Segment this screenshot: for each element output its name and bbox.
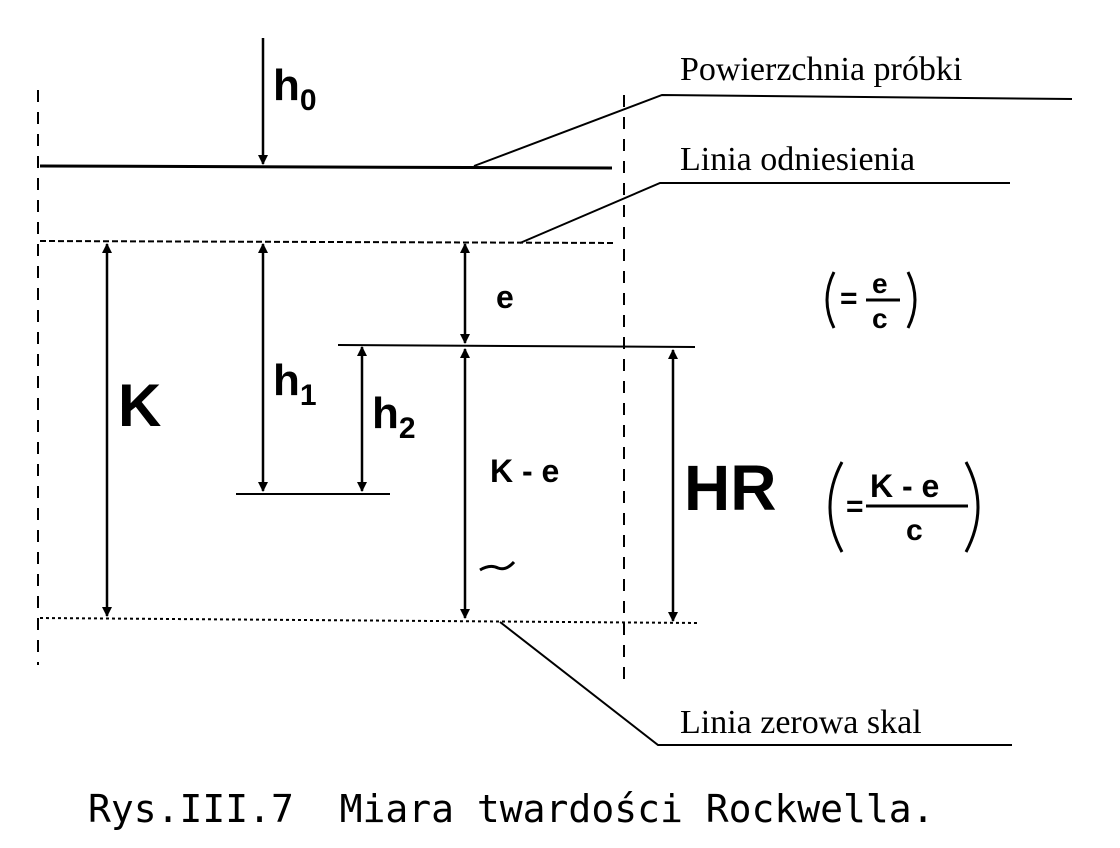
reference-line bbox=[39, 240, 617, 244]
surface-label: Powierzchnia próbki bbox=[680, 51, 962, 88]
zero-line bbox=[39, 617, 698, 624]
surface-leader bbox=[473, 93, 1073, 167]
reference-label: Linia odniesienia bbox=[680, 141, 915, 178]
K-symbol: K bbox=[118, 372, 161, 439]
reference-leader bbox=[519, 182, 1010, 244]
formula-prefix: = bbox=[840, 282, 858, 315]
hr-definition-formula: = K - e c bbox=[828, 461, 980, 553]
HR-symbol: HR bbox=[684, 452, 776, 524]
e-level-line bbox=[337, 344, 696, 348]
h0-symbol: h0 bbox=[273, 61, 317, 117]
squiggle-mark bbox=[479, 560, 516, 572]
zero-leader bbox=[499, 621, 1012, 746]
figure-caption: Rys.III.7 Miara twardości Rockwella. bbox=[88, 787, 934, 831]
h2-symbol: h2 bbox=[372, 389, 416, 445]
formula-denominator: c bbox=[872, 303, 888, 334]
zero-label: Linia zerowa skal bbox=[680, 704, 922, 741]
formula-prefix: = bbox=[846, 490, 864, 523]
left-paren bbox=[828, 461, 844, 553]
formula-numerator: K - e bbox=[870, 468, 939, 504]
formula-denominator: c bbox=[906, 514, 923, 547]
right-paren bbox=[964, 461, 980, 553]
formula-numerator: e bbox=[872, 268, 888, 299]
h1-symbol: h1 bbox=[273, 356, 317, 412]
surface-line bbox=[39, 164, 613, 170]
K-minus-e-symbol: K - e bbox=[490, 453, 559, 489]
left-paren bbox=[825, 271, 836, 329]
right-paren bbox=[906, 271, 917, 329]
e-over-c-formula: = e c bbox=[825, 268, 917, 334]
e-symbol: e bbox=[496, 279, 514, 315]
